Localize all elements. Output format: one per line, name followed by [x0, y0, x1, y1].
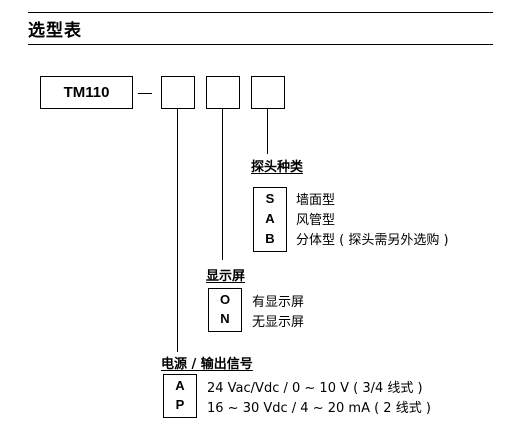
- power-desc-a: 24 Vac/Vdc / 0 ~ 10 V ( 3/4 线式 ): [207, 381, 423, 396]
- probe-type-code-box: S A B: [253, 187, 287, 252]
- probe-code-s: S: [265, 191, 275, 206]
- probe-type-heading: 探头种类: [251, 160, 304, 175]
- slot-display: [206, 76, 240, 109]
- connector-display: [222, 109, 223, 260]
- probe-code-b: B: [265, 231, 275, 246]
- slot-power-output: [161, 76, 195, 109]
- top-rule: [28, 12, 493, 13]
- model-dash: [138, 93, 152, 94]
- connector-probe-type: [267, 109, 268, 154]
- probe-desc-s: 墙面型: [296, 193, 336, 208]
- model-code-box: TM110: [40, 76, 133, 109]
- title-rule: [28, 44, 493, 45]
- power-desc-p: 16 ~ 30 Vdc / 4 ~ 20 mA ( 2 线式 ): [207, 401, 431, 416]
- display-code-n: N: [220, 311, 230, 326]
- display-desc-n: 无显示屏: [252, 315, 305, 330]
- power-output-heading: 电源 / 输出信号: [161, 357, 253, 372]
- display-code-o: O: [219, 292, 231, 307]
- connector-power-output: [177, 109, 178, 352]
- probe-code-a: A: [265, 211, 275, 226]
- display-code-box: O N: [208, 288, 242, 332]
- probe-desc-a: 风管型: [296, 213, 336, 228]
- slot-probe-type: [251, 76, 285, 109]
- section-title: 选型表: [28, 21, 82, 41]
- power-code-p: P: [175, 397, 185, 412]
- probe-desc-b: 分体型 ( 探头需另外选购 ): [296, 233, 449, 248]
- power-code-a: A: [175, 378, 185, 393]
- display-desc-o: 有显示屏: [252, 295, 305, 310]
- power-output-code-box: A P: [163, 374, 197, 418]
- display-heading: 显示屏: [206, 269, 246, 284]
- model-code: TM110: [63, 84, 110, 101]
